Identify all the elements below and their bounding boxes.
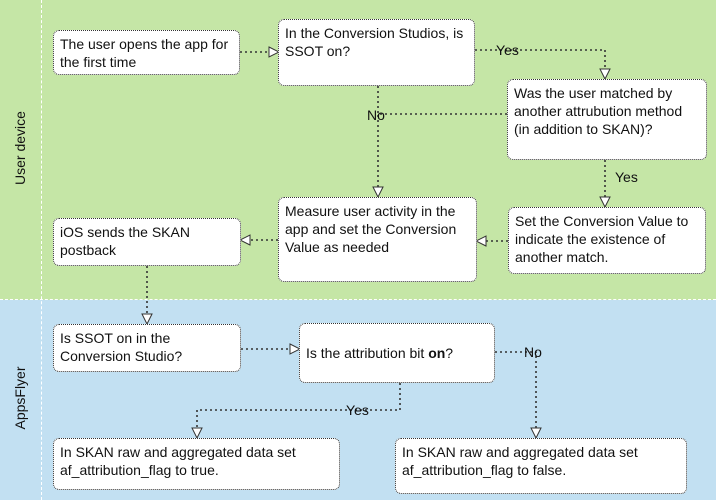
node-ssot-on-conversion-studio: Is SSOT on in the Conversion Studio? bbox=[53, 324, 241, 372]
edge-label-yes-matched: Yes bbox=[615, 169, 638, 185]
node-ios-sends-postback: iOS sends the SKAN postback bbox=[53, 218, 241, 266]
edge-label-yes-attribution: Yes bbox=[346, 402, 369, 418]
edge-ssot-yes-to-matched bbox=[475, 49, 605, 78]
node-flag-false: In SKAN raw and aggregated data set af_a… bbox=[395, 438, 687, 494]
edge-label-no-matched: No bbox=[367, 107, 385, 123]
attribution-bit-qmark: ? bbox=[445, 345, 454, 361]
edge-bit-yes-to-true bbox=[197, 383, 401, 437]
edge-label-yes-ssot: Yes bbox=[496, 42, 519, 58]
node-flag-true: In SKAN raw and aggregated data set af_a… bbox=[53, 438, 340, 490]
node-user-matched-other-method: Was the user matched by another attrubut… bbox=[507, 79, 707, 160]
node-set-conversion-value-match: Set the Conversion Value to indicate the… bbox=[508, 207, 706, 274]
attribution-bit-text: Is the attribution bit bbox=[306, 345, 429, 361]
attribution-bit-bold: on bbox=[428, 345, 446, 361]
lane-header-divider bbox=[41, 0, 42, 500]
node-user-opens-app: The user opens the app for the first tim… bbox=[53, 30, 240, 75]
edge-bit-no-to-false bbox=[495, 351, 536, 437]
edge-no-to-measure bbox=[378, 113, 507, 196]
node-measure-user-activity: Measure user activity in the app and set… bbox=[278, 197, 477, 282]
node-ssot-on-conversion-studios: In the Conversion Studios, is SSOT on? bbox=[278, 19, 475, 86]
edge-label-no-attribution: No bbox=[524, 344, 542, 360]
node-attribution-bit-on: Is the attribution bit on? bbox=[299, 323, 495, 383]
